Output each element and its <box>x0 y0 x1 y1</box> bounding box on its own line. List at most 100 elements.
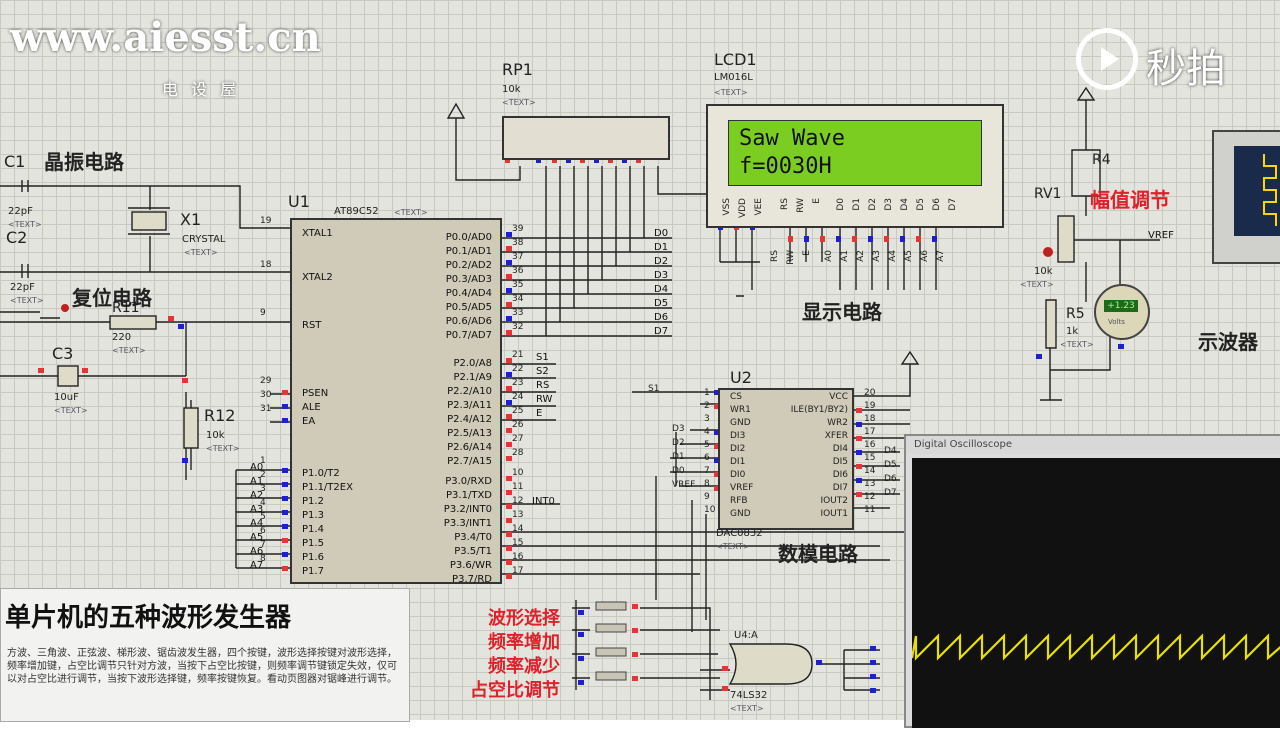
u2-pin-label: DI7 <box>832 483 848 493</box>
u1-pin-label: P3.3/INT1 <box>443 518 492 529</box>
u2-pin-label: DI4 <box>832 444 848 454</box>
crystal-circuit-label: 晶振电路 <box>44 150 124 174</box>
u1-pin-number: 33 <box>512 308 524 318</box>
u1-pin-label: P3.2/INT0 <box>443 504 492 515</box>
lcd-pin-label: VSS <box>722 198 732 216</box>
u1-pin-number: 25 <box>512 406 524 416</box>
u4-ref: U4:A <box>734 630 758 641</box>
rv1-ref[interactable]: RV1 <box>1034 186 1062 202</box>
p0-net-label: D6 <box>654 312 669 323</box>
lcd-net-label: RS <box>770 250 780 262</box>
u2-net-label: S1 <box>648 384 660 394</box>
lcd-pin-label: D5 <box>916 198 926 211</box>
c2-ref[interactable]: C2 <box>6 228 28 247</box>
lcd-net-label: E <box>802 250 812 256</box>
u1-pin-label: P3.0/RXD <box>445 476 492 487</box>
u2-pin-label: DI0 <box>730 470 746 480</box>
u1-pin-number: 30 <box>260 390 272 400</box>
lcd-pin-label: RS <box>780 198 790 210</box>
u1-pin-number: 16 <box>512 552 524 562</box>
u1-pin-label: RST <box>302 320 322 331</box>
u1-pin-label: P3.4/T0 <box>454 532 492 543</box>
u1-pin-number: 24 <box>512 392 524 402</box>
u1-pin-number: 10 <box>512 468 524 478</box>
r5-ref[interactable]: R5 <box>1066 306 1085 322</box>
r12-value: 10k <box>206 430 225 441</box>
x1-part: CRYSTAL <box>182 234 226 245</box>
u1-pin-label: P1.1/T2EX <box>302 482 353 493</box>
lcd-pin-label: VDD <box>738 198 748 219</box>
r12-ref[interactable]: R12 <box>204 406 236 425</box>
u2-pin-number: 15 <box>864 453 876 463</box>
lcd-pin-label: VEE <box>754 198 764 216</box>
c2-text: <TEXT> <box>10 296 44 305</box>
u1-pin-label: P3.6/WR <box>449 560 492 571</box>
c1-ref[interactable]: C1 <box>4 152 26 171</box>
u1-pin-label: P1.2 <box>302 496 324 507</box>
u1-pin-label: P0.0/AD0 <box>445 232 492 243</box>
watermark-miaopai: 秒拍 <box>1146 46 1226 92</box>
u2-net-label: D4 <box>884 446 897 456</box>
r11-ref[interactable]: R11 <box>112 300 140 316</box>
p0-net-label: D2 <box>654 256 669 267</box>
u1-ref: U1 <box>288 192 310 211</box>
mini-oscilloscope[interactable] <box>1212 130 1280 264</box>
u2-pin-label: DI5 <box>832 457 848 467</box>
info-desc: 方波、三角波、正弦波、梯形波、锯齿波发生器，四个按键，波形选择按键对波形选择，频… <box>7 648 397 685</box>
u2-pin-label: RFB <box>730 496 748 506</box>
lcd-ref: LCD1 <box>714 50 757 69</box>
u1-pin-number: 17 <box>512 566 524 576</box>
u1-pin-number: 31 <box>260 404 272 414</box>
oscilloscope-screen[interactable] <box>910 458 1280 728</box>
p0-net-label: D5 <box>654 298 669 309</box>
u2-ref: U2 <box>730 368 752 387</box>
r4-ref[interactable]: R4 <box>1092 152 1111 168</box>
u2-pin-label: DI3 <box>730 431 746 441</box>
lcd-module[interactable]: Saw Wave f=0030H <box>706 104 1004 228</box>
c3-ref[interactable]: C3 <box>52 344 74 363</box>
rp1-resistor-pack[interactable] <box>502 116 670 160</box>
u2-pin-number: 14 <box>864 466 876 476</box>
lcd-net-label: RW <box>786 250 796 265</box>
u1-pin-label: P2.7/A15 <box>447 456 492 467</box>
u1-pin-number: 29 <box>260 376 272 386</box>
u1-pin-number: 2 <box>260 470 266 480</box>
lcd-pin-label: E <box>812 198 822 204</box>
u1-pin-number: 28 <box>512 448 524 458</box>
u2-pin-number: 18 <box>864 414 876 424</box>
u2-net-label: VREF <box>672 480 696 490</box>
r11-value: 220 <box>112 332 132 343</box>
p0-net-label: D3 <box>654 270 669 281</box>
u1-pin-number: 21 <box>512 350 524 360</box>
r12-text: <TEXT> <box>206 444 240 453</box>
u1-pin-number: 19 <box>260 216 272 226</box>
p0-net-label: D7 <box>654 326 669 337</box>
p0-net-label: D0 <box>654 228 669 239</box>
u2-net-label: D0 <box>672 466 685 476</box>
u1-pin-label: P1.6 <box>302 552 324 563</box>
p1-net-label: A2 <box>250 490 264 501</box>
lcd-net-label: A0 <box>824 250 834 262</box>
u1-pin-label: P2.1/A9 <box>453 372 492 383</box>
p2-net-label: S1 <box>536 352 549 363</box>
button-label: 频率增加 <box>488 632 560 653</box>
u1-pin-label: P1.7 <box>302 566 324 577</box>
u2-pin-label: XFER <box>824 431 848 441</box>
u2-pin-label: GND <box>730 509 751 519</box>
u2-pin-number: 5 <box>704 440 710 450</box>
u2-pin-label: CS <box>730 392 742 402</box>
u1-pin-number: 34 <box>512 294 524 304</box>
sawtooth-trace <box>910 633 1280 661</box>
u1-pin-number: 7 <box>260 540 266 550</box>
reset-circuit-label: 复位电路 <box>72 286 152 310</box>
lcd-pin-label: D1 <box>852 198 862 211</box>
voltmeter[interactable]: +1.23 Volts <box>1094 284 1150 340</box>
lcd-net-label: A1 <box>840 250 850 262</box>
u2-pin-label: WR2 <box>827 418 848 428</box>
x1-ref[interactable]: X1 <box>180 210 202 229</box>
button-label: 占空比调节 <box>470 680 560 701</box>
digital-oscilloscope-window[interactable]: Digital Oscilloscope <box>904 434 1280 728</box>
